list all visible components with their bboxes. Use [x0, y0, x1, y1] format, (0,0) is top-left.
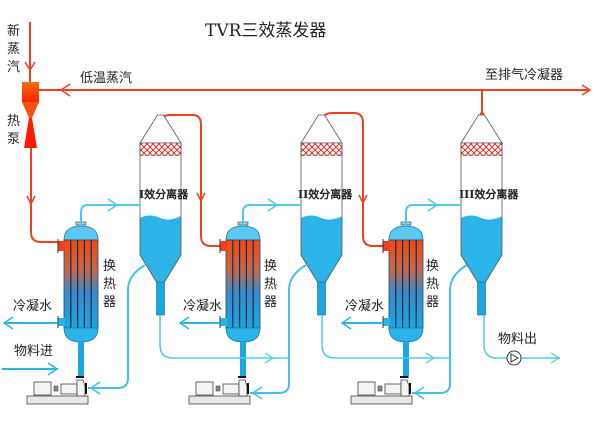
svg-text:器: 器 [103, 295, 116, 310]
circulation-pump-3 [350, 376, 413, 405]
heat-pump [22, 82, 39, 148]
svg-text:冷凝水: 冷凝水 [345, 298, 384, 314]
sep3-label: III效分离器 [459, 187, 519, 201]
separator-1 [139, 114, 182, 316]
product-out-label: 物料出 [498, 332, 537, 347]
svg-text:换: 换 [103, 259, 116, 274]
svg-text:热: 热 [103, 277, 116, 292]
hx3-to-sep3-line [405, 198, 460, 226]
svg-text:新: 新 [7, 23, 20, 39]
feed-in-label: 物料进 [14, 344, 53, 359]
heat-exchanger-2 [219, 221, 261, 378]
sep1-label: I效分离器 [139, 187, 189, 201]
svg-text:热: 热 [426, 277, 439, 292]
sep2-recirc-line [250, 264, 307, 400]
circulation-pump-2 [188, 376, 251, 405]
sep1-recirc-line [88, 264, 146, 395]
hx2-to-sep2-line [242, 198, 300, 226]
sep1-to-stage2-line [159, 315, 289, 364]
hx1-to-sep1-line [80, 198, 140, 226]
pumps [26, 376, 413, 405]
heat-pump-label: 热 泵 [7, 114, 20, 147]
svg-text:热: 热 [7, 114, 20, 129]
separator-2 [300, 114, 343, 316]
separators [139, 114, 503, 316]
sep2-to-stage3-line [321, 315, 450, 364]
feed-in-line [2, 362, 59, 376]
heat-exchangers [57, 221, 424, 378]
condensate-1: 冷凝水 [2, 298, 58, 330]
svg-text:冷凝水: 冷凝水 [183, 298, 222, 314]
sep3-recirc-line [412, 264, 468, 400]
steam-line-pump-to-hx1 [26, 148, 60, 243]
condensate-2: 冷凝水 [178, 298, 222, 330]
svg-text:蒸: 蒸 [7, 42, 20, 57]
fresh-steam-line [24, 22, 36, 82]
heat-exchanger-3 [382, 221, 424, 378]
hx3-label: 换 热 器 [426, 259, 439, 310]
hx1-label: 换 热 器 [103, 259, 116, 310]
svg-text:泵: 泵 [7, 132, 20, 147]
svg-text:汽: 汽 [7, 60, 20, 75]
diagram-title: TVR三效蒸发器 [205, 21, 326, 41]
heat-exchanger-1 [57, 221, 99, 378]
svg-text:冷凝水: 冷凝水 [13, 298, 52, 314]
to-condenser-label: 至排气冷凝器 [485, 67, 563, 83]
sep2-label: II效分离器 [298, 187, 353, 201]
low-temp-steam-label: 低温蒸汽 [80, 71, 132, 86]
fresh-steam-label: 新 蒸 汽 [7, 23, 20, 75]
svg-text:热: 热 [264, 277, 277, 292]
condensate-3: 冷凝水 [340, 298, 384, 330]
svg-text:器: 器 [426, 295, 439, 310]
svg-text:器: 器 [264, 295, 277, 310]
separator-3 [460, 114, 503, 316]
circulation-pump-1 [26, 376, 89, 405]
svg-text:换: 换 [264, 259, 277, 274]
low-temp-steam-line [39, 83, 592, 97]
product-out-line [483, 315, 561, 364]
hx2-label: 换 热 器 [264, 259, 277, 310]
product-out-pump-icon [506, 350, 522, 366]
svg-text:换: 换 [426, 259, 439, 274]
